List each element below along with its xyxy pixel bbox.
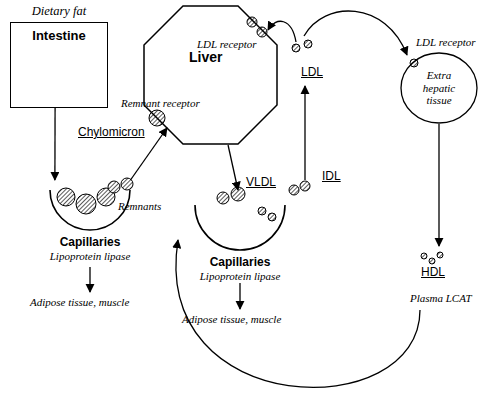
particle-label: Remnants: [118, 200, 161, 213]
liver-octagon: [144, 6, 277, 144]
vldl-particle: [258, 207, 266, 215]
ldl-particle: [292, 44, 300, 52]
receptor-label: LDL receptor: [416, 36, 476, 49]
hdl-release-arrow: [438, 124, 439, 246]
target-label: Adipose tissue, muscle: [182, 313, 281, 326]
organ-octagon: Liver: [143, 5, 278, 145]
lipoprotein-label: HDL: [421, 266, 445, 280]
chylomicron-particle: [57, 188, 75, 206]
enzyme-label: Plasma LCAT: [410, 292, 472, 305]
receptor-label: LDL receptor: [197, 38, 257, 51]
node-title: Capillaries: [25, 236, 155, 250]
ldl-particle: [304, 40, 312, 48]
lipoprotein-label: LDL: [301, 66, 323, 80]
organ-box: Dietary fatIntestine: [10, 22, 108, 108]
node-title: Intestine: [11, 29, 107, 44]
capillary-bed: CapillariesLipoprotein lipase: [190, 190, 290, 280]
node-title: Liver: [189, 49, 222, 65]
flow-arrow: [228, 145, 238, 190]
remnant-particle: [108, 181, 120, 193]
remnant-particle: [121, 178, 133, 190]
uptake-arrow: [89, 267, 90, 292]
vldl-particle: [231, 187, 245, 201]
node-subtitle: Lipoprotein lipase: [170, 270, 310, 283]
hdl-particle: [437, 252, 443, 258]
receptor-label: Remnant receptor: [121, 97, 200, 110]
tissue-circle: Extra hepatic tissue: [400, 52, 478, 124]
ldl-receptor-particle: [257, 27, 267, 37]
idl-particle: [300, 181, 310, 191]
chylomicron-particle: [76, 194, 96, 214]
node-heading: Dietary fat: [11, 4, 107, 18]
vldl-particle: [217, 192, 229, 204]
idl-particle: [289, 185, 299, 195]
ldl-uptake-arrow: [268, 21, 296, 42]
lipoprotein-label: IDL: [322, 170, 341, 184]
tissue-outline: [401, 53, 477, 123]
ldl-delivery-arrow: [304, 11, 407, 55]
ldl-receptor-particle: [247, 17, 257, 27]
flow-arrow: [131, 128, 168, 180]
node-subtitle: Lipoprotein lipase: [25, 250, 155, 263]
capillary-bowl: [195, 205, 285, 250]
hdl-particle: [429, 258, 435, 264]
lipoprotein-label: Chylomicron: [78, 126, 145, 140]
capillary-bed: CapillariesLipoprotein lipase: [45, 180, 135, 265]
node-outline: [143, 5, 278, 145]
lipoprotein-label: VLDL: [246, 176, 276, 190]
idl-to-ldl-arrow: [304, 86, 305, 180]
node-title: Extra hepatic tissue: [413, 69, 465, 107]
target-label: Adipose tissue, muscle: [30, 296, 129, 309]
flow-arrow: [54, 108, 55, 180]
node-title: Capillaries: [170, 256, 310, 270]
hdl-particle: [421, 253, 427, 259]
uptake-arrow: [239, 283, 240, 309]
vldl-particle: [268, 213, 276, 221]
